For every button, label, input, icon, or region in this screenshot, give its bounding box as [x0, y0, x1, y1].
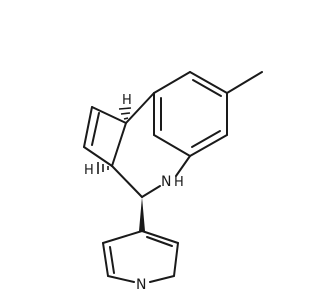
bond [175, 155, 191, 177]
bond [141, 230, 179, 244]
nh-hydrogen-label: H [174, 175, 184, 190]
double-bond-inner [146, 236, 173, 247]
bond [91, 106, 127, 124]
bond [111, 122, 127, 167]
benzene-ring [153, 71, 228, 157]
stereo-wedge-bond [139, 197, 145, 231]
bond [189, 134, 228, 157]
bond [107, 275, 135, 283]
piperidine-ring [111, 92, 191, 198]
stereo-hash-lower [97, 162, 109, 174]
structure-canvas: N H N H H [83, 71, 263, 293]
bond [125, 92, 155, 124]
bond [102, 230, 143, 244]
methyl-bond [226, 71, 263, 94]
molecule-diagram: N H N H H [83, 71, 263, 293]
bond [83, 146, 113, 167]
double-bond-inner [191, 130, 221, 148]
double-bond-inner [91, 112, 100, 146]
stereo-hash-upper [118, 107, 132, 120]
cyclopentene-ring [83, 106, 127, 167]
bond [173, 242, 179, 277]
bond [141, 185, 161, 198]
bond [111, 165, 143, 198]
double-bond-inner [109, 246, 115, 274]
nitrogen-label-amine: N [161, 174, 171, 190]
stereo-h-label-upper: H [122, 93, 132, 108]
double-bond-inner [192, 79, 222, 97]
pyridine-ring [102, 230, 179, 283]
nitrogen-label-pyridine: N [136, 277, 146, 293]
bond [153, 71, 191, 94]
bond [102, 242, 109, 277]
stereo-h-label-lower: H [84, 163, 94, 178]
bond [153, 134, 191, 157]
bond [149, 275, 175, 283]
bond [83, 106, 93, 148]
bond [189, 71, 228, 94]
